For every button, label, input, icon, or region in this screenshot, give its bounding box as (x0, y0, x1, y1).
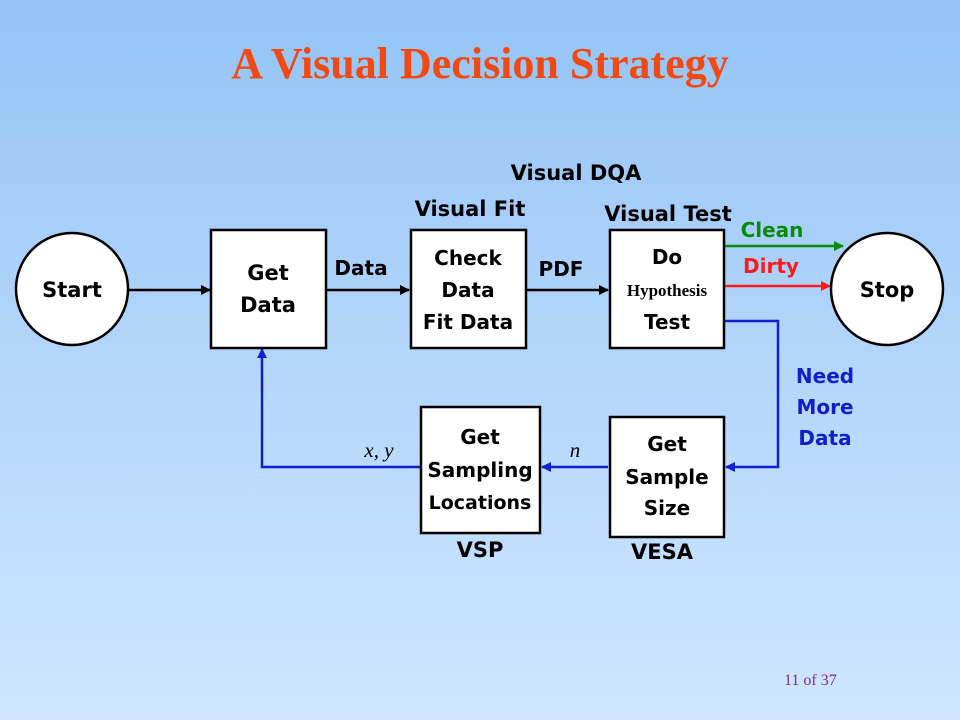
check-data-line-3: Fit Data (423, 310, 513, 334)
sample-size-line-3: Size (644, 496, 690, 520)
get-data-line-1: Get (247, 261, 289, 285)
sampling-locations-line-3: Locations (429, 492, 532, 514)
stop-label: Stop (860, 278, 915, 302)
stop-node (829, 231, 945, 347)
need-more-data-line-1: Need (796, 364, 854, 388)
visual-test-label: Visual Test (604, 202, 732, 226)
need-more-data-line-3: Data (798, 426, 851, 450)
hypothesis-box (608, 228, 726, 350)
visual-dqa-label: Visual DQA (511, 161, 642, 185)
sample-size-line-1: Get (647, 432, 687, 456)
need-more-data-line-2: More (796, 395, 853, 419)
visual-fit-label: Visual Fit (415, 197, 526, 221)
sampling-locations-line-2: Sampling (427, 458, 532, 482)
data-edge-label: Data (334, 256, 387, 280)
start-node (14, 231, 130, 347)
check-data-box (409, 228, 528, 350)
get-data-box (209, 228, 328, 350)
hypothesis-line-3: Test (644, 310, 690, 334)
sample-size-line-2: Sample (625, 465, 708, 489)
dirty-edge-label: Dirty (743, 254, 799, 278)
sampling-locations-line-1: Get (460, 425, 500, 449)
xy-edge-label: x, y (363, 438, 394, 462)
check-data-line-1: Check (434, 246, 502, 270)
page-number: 11 of 37 (784, 672, 837, 689)
vesa-label: VESA (631, 540, 694, 564)
check-data-line-2: Data (441, 278, 494, 302)
arrow-xy (257, 348, 420, 469)
sampling-locations-box (419, 405, 542, 535)
start-label: Start (42, 278, 102, 302)
arrow-need-more-data (724, 319, 780, 472)
pdf-edge-label: PDF (539, 257, 584, 281)
hypothesis-line-1: Do (652, 245, 682, 269)
clean-edge-label: Clean (741, 218, 804, 242)
get-data-line-2: Data (240, 293, 296, 317)
page-title: A Visual Decision Strategy (231, 39, 729, 88)
hypothesis-line-2: Hypothesis (627, 281, 708, 300)
vsp-label: VSP (457, 538, 504, 562)
sample-size-box (608, 415, 726, 539)
n-edge-label: n (570, 438, 581, 462)
